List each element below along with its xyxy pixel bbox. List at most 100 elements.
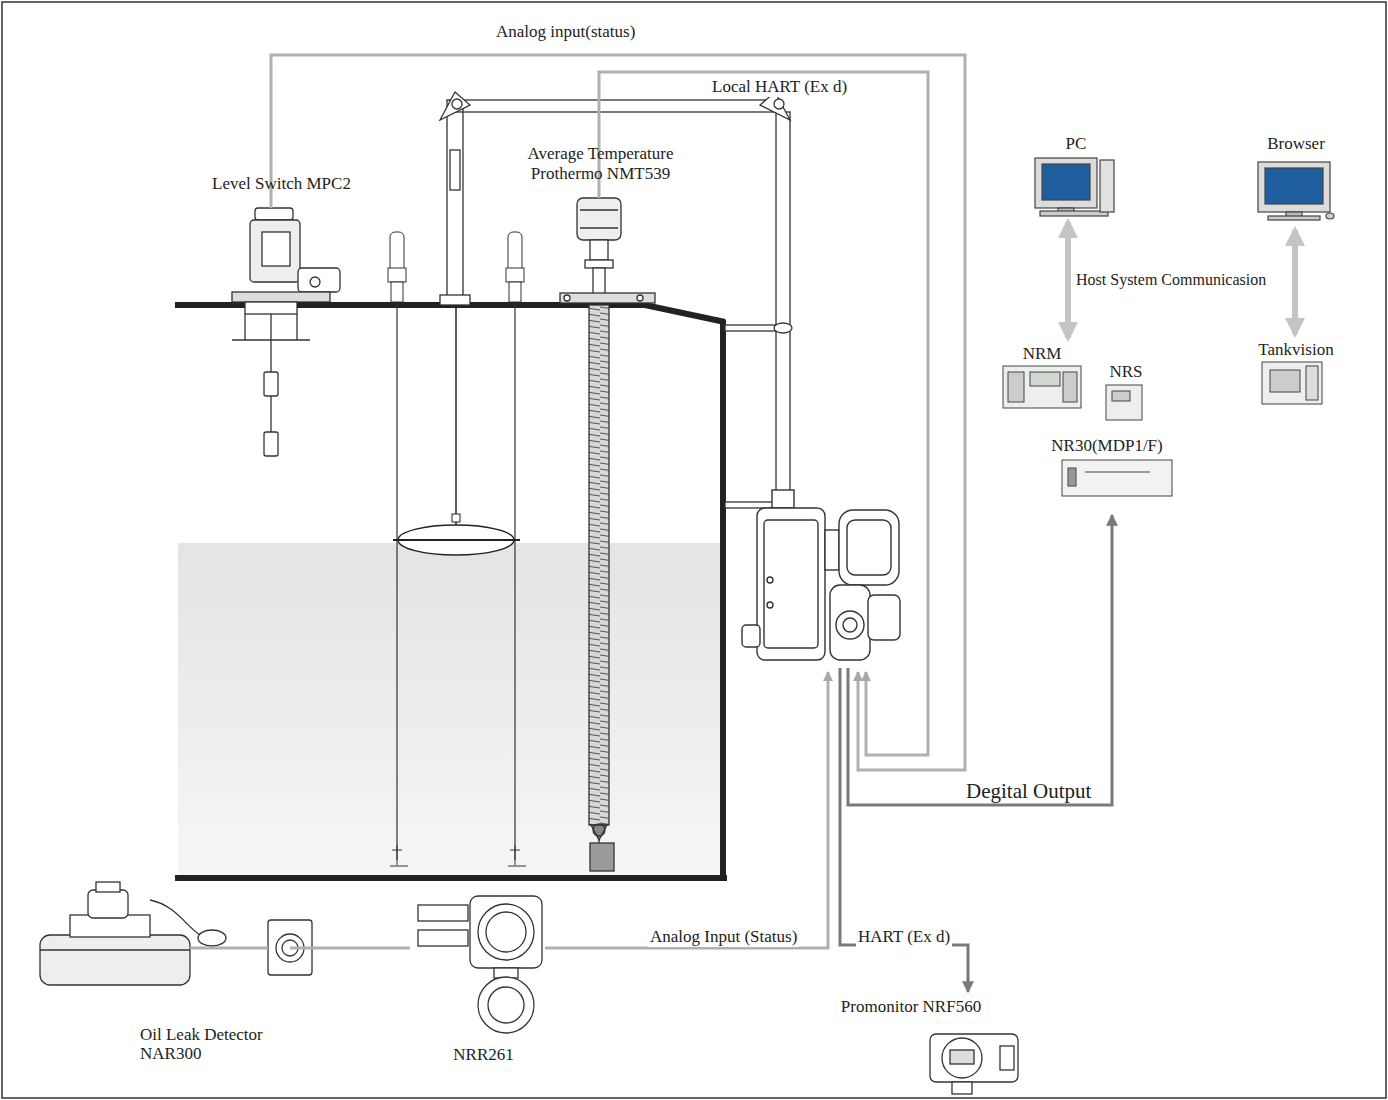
tank-gauge	[825, 530, 839, 570]
gauge-pipe	[774, 99, 784, 109]
gauge-pipe	[440, 295, 470, 305]
oil-leak-detector-icon	[150, 900, 200, 935]
device-label: Browser	[1245, 134, 1347, 154]
device-node: Average Temperature Prothermo NMT539	[508, 144, 703, 190]
browser-icon	[1268, 216, 1320, 220]
level-switch	[250, 220, 300, 282]
pc-icon	[1042, 164, 1090, 200]
oil-leak-detector-icon	[40, 882, 226, 985]
guide-wires	[391, 282, 403, 302]
gauge-pipe	[774, 323, 792, 333]
nrm-icon	[1030, 372, 1060, 386]
tank-gauge	[742, 625, 760, 647]
level-switch	[255, 208, 293, 220]
temperature-probe	[593, 268, 605, 295]
cable	[190, 947, 268, 950]
device-label: Promonitor NRF560	[812, 997, 1010, 1017]
temperature-probe	[580, 209, 618, 210]
pc-icon	[1100, 160, 1114, 212]
nrr261-icon	[418, 930, 468, 946]
oil-leak-detector-icon	[88, 890, 128, 918]
nr30-icon	[1085, 472, 1150, 473]
device-node: NRM	[998, 344, 1086, 410]
level-switch	[296, 314, 297, 340]
nr30-icon	[1068, 468, 1076, 486]
tank	[720, 320, 726, 880]
float-displacer	[452, 514, 460, 522]
tankvision-icon	[1262, 362, 1322, 404]
nrm-icon	[1003, 366, 1081, 408]
pc-icon	[1035, 158, 1097, 208]
level-switch	[264, 432, 278, 456]
tank-gauge	[767, 577, 773, 583]
oil-leak-detector-icon	[40, 935, 190, 985]
guide-wires	[514, 300, 515, 860]
level-switch	[244, 314, 245, 340]
tank-gauge	[843, 618, 857, 632]
guide-wires	[388, 232, 526, 866]
oil-leak-detector-icon	[96, 882, 120, 892]
wire-set	[190, 55, 1112, 992]
gauge-pipe	[725, 502, 777, 508]
nrr261-icon	[470, 896, 542, 968]
tank-gauge	[836, 611, 864, 639]
guide-wires	[390, 232, 404, 272]
tankvision-icon	[1262, 362, 1322, 404]
temperature-probe	[591, 825, 607, 840]
device-label: Oil Leak Detector NAR300	[140, 1025, 280, 1064]
nrs-icon	[1106, 385, 1142, 420]
gauge-pipe	[725, 325, 777, 331]
nrm-icon	[1008, 372, 1024, 402]
temperature-probe	[589, 305, 609, 825]
temperature-probe	[590, 240, 608, 260]
connector	[1292, 230, 1298, 334]
nrf560-icon	[950, 1050, 974, 1064]
device-node: Oil Leak Detector NAR300	[35, 878, 290, 1064]
device-node: PC	[1030, 134, 1122, 216]
oil-leak-detector-icon	[198, 930, 226, 946]
float-displacer	[393, 305, 520, 555]
signal-label: Degital Output	[964, 779, 1093, 803]
hart-wire	[840, 668, 968, 992]
level-switch	[310, 277, 320, 287]
nrf560-icon	[930, 1034, 1018, 1094]
gauge-pipe	[452, 99, 462, 109]
level-switch	[245, 302, 297, 314]
level-switch	[232, 208, 340, 456]
gauge-pipe	[776, 112, 790, 502]
nrf560-icon	[942, 1038, 982, 1078]
tank-gauge	[764, 520, 818, 648]
tank-gauge	[767, 602, 773, 608]
tank-gauge	[830, 585, 870, 660]
device-label: NRR261	[410, 1045, 557, 1065]
float-displacer	[455, 305, 457, 525]
analog-wire	[271, 55, 965, 770]
nrr261-icon	[478, 977, 534, 1033]
temperature-probe	[560, 198, 655, 871]
gauge-pipe	[450, 150, 460, 190]
guide-wires	[388, 268, 406, 282]
nr30-icon	[1062, 460, 1172, 496]
temperature-probe	[585, 260, 613, 268]
nrs-icon	[1106, 385, 1142, 420]
device-node: NRR261	[410, 890, 557, 1065]
nrm-icon	[1003, 366, 1081, 408]
device-node: Level Switch MPC2	[188, 174, 375, 198]
tankvision-icon	[1306, 366, 1318, 400]
nr30-icon	[1062, 460, 1172, 496]
tank	[175, 305, 727, 880]
tank-gauge	[742, 490, 900, 660]
temperature-probe	[593, 824, 605, 836]
level-switch	[262, 232, 290, 266]
temperature-probe	[564, 295, 570, 301]
guide-wires	[508, 232, 522, 272]
temperature-probe	[577, 198, 621, 240]
nrf560-icon	[1000, 1046, 1014, 1070]
device-label: NRM	[998, 344, 1086, 364]
nrm-icon	[1063, 372, 1077, 402]
tank-gauge	[868, 595, 900, 640]
gauge-pipe	[447, 112, 463, 302]
device-label: NRS	[1100, 362, 1152, 382]
